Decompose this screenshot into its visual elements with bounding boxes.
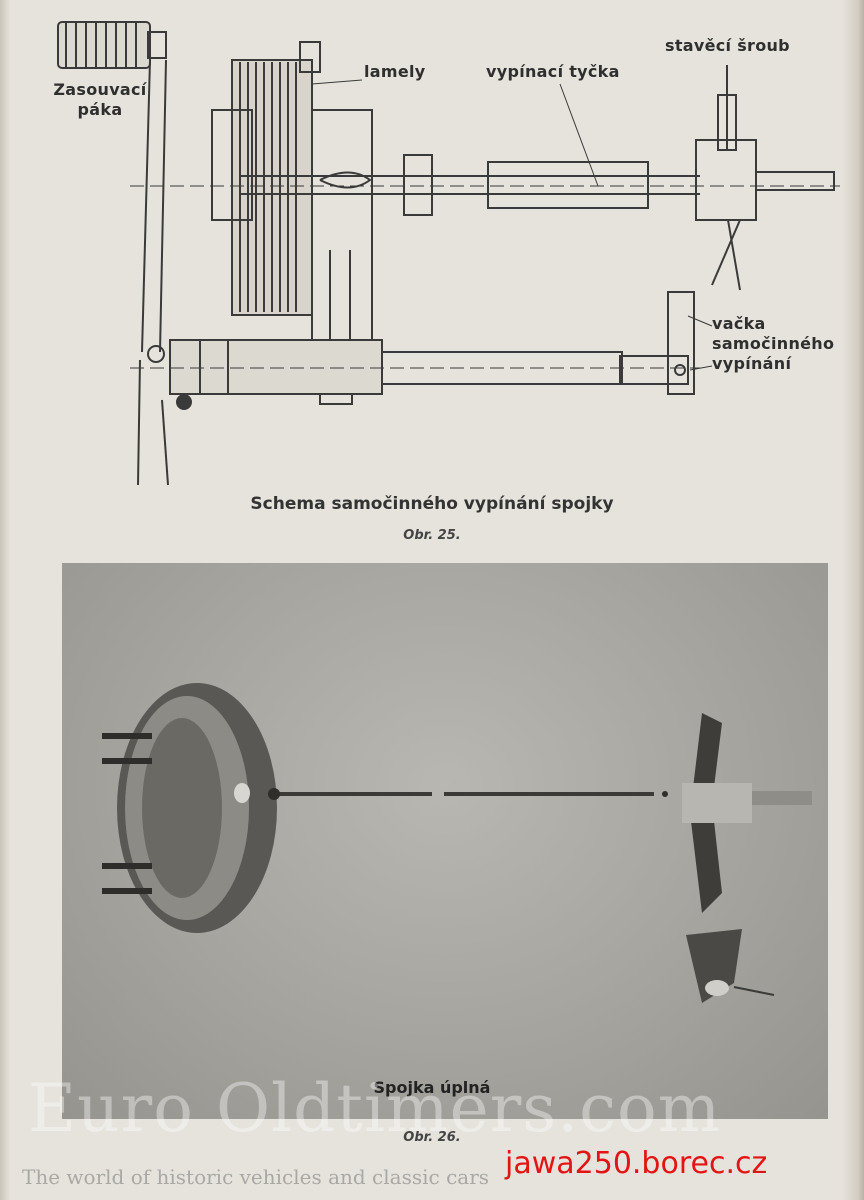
site-link[interactable]: jawa250.borec.cz	[505, 1146, 768, 1181]
release-rod-photo	[268, 788, 668, 800]
adjusting-screw-assembly	[695, 65, 835, 291]
clutch-basket	[211, 41, 373, 351]
label-release-rod: vypínací tyčka	[486, 62, 620, 81]
clutch-schematic-drawing	[57, 21, 840, 486]
lever-arm	[137, 59, 192, 486]
label-adjusting-screw: stavěcí šroub	[665, 36, 790, 55]
label-lever: Zasouvací páka	[53, 80, 147, 119]
clutch-basket-photo	[102, 683, 277, 933]
release-rod	[130, 154, 840, 216]
watermark-brand: Euro Oldtimers.com	[28, 1070, 722, 1147]
page-spine-shadow	[0, 0, 10, 1200]
clutch-parts-photo-illustration	[102, 683, 812, 1003]
page-edge-shadow	[842, 0, 864, 1200]
label-cam: vačka samočinného vypínání	[712, 314, 835, 373]
figure25-number: Obr. 25.	[403, 528, 461, 543]
lever-handle	[57, 21, 167, 69]
figure26-title: Spojka úplná	[373, 1078, 491, 1097]
clutch-schematic-figure: Zasouvací páka lamely vypínací tyčka sta…	[0, 0, 864, 560]
release-mechanism-photo	[682, 713, 812, 1003]
clutch-photo	[62, 563, 828, 1119]
figure25-title: Schema samočinného vypínání spojky	[250, 494, 614, 514]
watermark-tagline: The world of historic vehicles and class…	[22, 1165, 490, 1189]
label-leader-lines	[311, 79, 713, 371]
figure26-number: Obr. 26.	[403, 1130, 461, 1145]
label-plates: lamely	[364, 62, 426, 81]
lever-shaft	[130, 291, 700, 405]
